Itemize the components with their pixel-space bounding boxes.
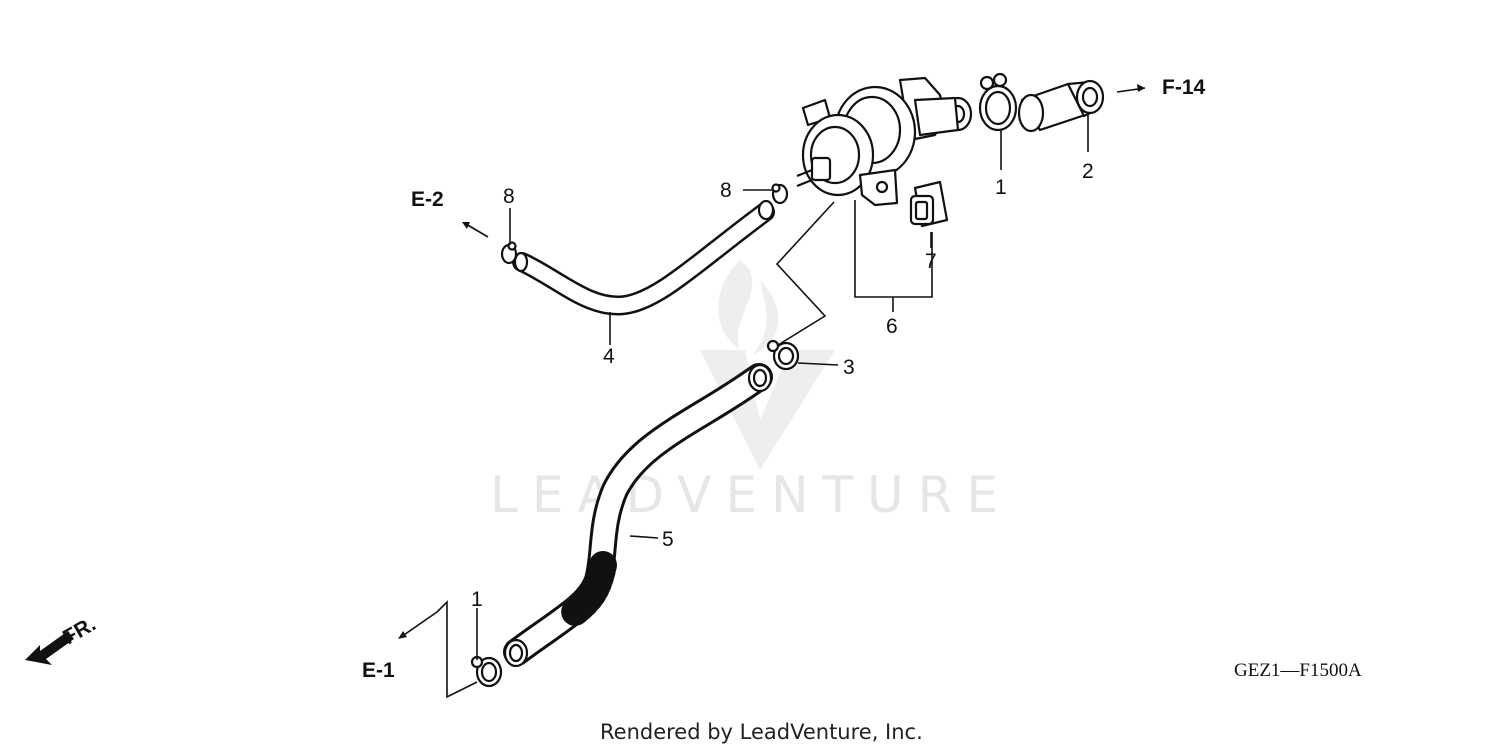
part-6-valve [796,76,973,207]
leader-lines [436,113,1089,699]
direction-arrows [398,84,1146,639]
ref-e2: E-2 [411,188,444,211]
part-3-clip [766,339,800,371]
callout-5: 5 [662,528,674,551]
callout-1-bottom: 1 [471,588,483,611]
watermark-logo-icon [700,260,835,470]
part-1-clip-top [978,72,1018,132]
callout-7: 7 [925,250,937,273]
front-direction-arrow-icon [25,631,74,665]
part-2-fitting [1017,79,1105,133]
callout-1-top: 1 [995,176,1007,199]
part-1-clip-bottom [470,655,503,688]
watermark-text: LEADVENTURE [490,466,1012,524]
callout-8-mid: 8 [720,179,732,202]
callout-3: 3 [843,356,855,379]
part-5-hose [503,363,773,668]
part-7-grommet [909,180,949,228]
callout-6: 6 [886,315,898,338]
footer-credit: Rendered by LeadVenture, Inc. [600,720,923,744]
part-8-clip-left [500,241,518,265]
ref-e1: E-1 [362,659,395,682]
diagram-code: GEZ1—F1500A [1234,660,1362,681]
callout-8-left: 8 [503,185,515,208]
ref-f14: F-14 [1162,76,1206,99]
part-4-hose [512,199,775,316]
part-8-clip-mid [771,183,789,205]
callout-2: 2 [1082,160,1094,183]
callout-4: 4 [603,345,615,368]
